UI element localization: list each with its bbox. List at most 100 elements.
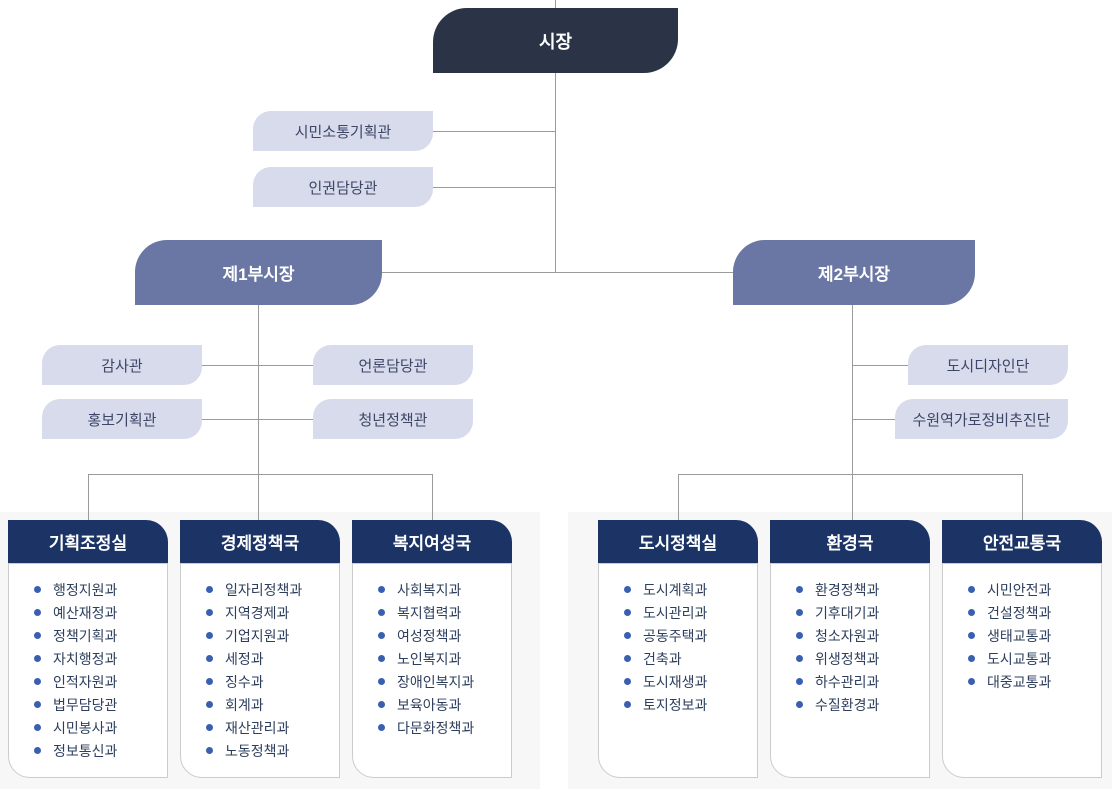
bullet-icon — [378, 678, 385, 685]
bullet-icon — [968, 655, 975, 662]
dept-item-label: 도시계획과 — [643, 581, 708, 598]
dept-item: 생태교통과 — [943, 624, 1101, 647]
dept-item-label: 건설정책과 — [987, 604, 1052, 621]
dept-item-label: 정보통신과 — [53, 742, 118, 759]
bullet-icon — [968, 609, 975, 616]
connector-line — [88, 474, 432, 475]
bullet-icon — [378, 586, 385, 593]
dept-item: 도시교통과 — [943, 647, 1101, 670]
dept-item-label: 도시재생과 — [643, 673, 708, 690]
dept-item: 도시관리과 — [599, 601, 757, 624]
bullet-icon — [206, 678, 213, 685]
connector-line — [678, 474, 679, 520]
dept-item: 도시재생과 — [599, 670, 757, 693]
dept-item: 시민안전과 — [943, 578, 1101, 601]
bullet-icon — [968, 586, 975, 593]
dept-item: 토지정보과 — [599, 693, 757, 716]
dept-item-label: 청소자원과 — [815, 627, 880, 644]
dept-item: 일자리정책과 — [181, 578, 339, 601]
dept-item-label: 위생정책과 — [815, 650, 880, 667]
dept-item: 세정과 — [181, 647, 339, 670]
dept-item-label: 생태교통과 — [987, 627, 1052, 644]
dept-item: 공동주택과 — [599, 624, 757, 647]
bullet-icon — [968, 678, 975, 685]
dept-item: 노인복지과 — [353, 647, 511, 670]
dept-item: 청소자원과 — [771, 624, 929, 647]
bullet-icon — [378, 609, 385, 616]
bullet-icon — [378, 632, 385, 639]
dept-item-label: 건축과 — [643, 650, 682, 667]
bullet-icon — [34, 586, 41, 593]
dept-card-environment: 환경국 환경정책과 기후대기과 청소자원과 위생정책과 하수관리과 수질환경과 — [770, 520, 930, 778]
dept-item-label: 노동정책과 — [225, 742, 290, 759]
dept-body: 도시계획과 도시관리과 공동주택과 건축과 도시재생과 토지정보과 — [598, 563, 758, 778]
connector-line — [202, 365, 313, 366]
bullet-icon — [378, 724, 385, 731]
dept-item-label: 예산재정과 — [53, 604, 118, 621]
dept-item-label: 시민봉사과 — [53, 719, 118, 736]
dept-header: 도시정책실 — [598, 520, 758, 563]
connector-line — [433, 131, 555, 132]
bullet-icon — [206, 586, 213, 593]
dept-header: 환경국 — [770, 520, 930, 563]
node-deputy1-staff: 언론담당관 — [313, 345, 473, 385]
dept-item: 인적자원과 — [9, 670, 167, 693]
bullet-icon — [968, 632, 975, 639]
dept-item-label: 여성정책과 — [397, 627, 462, 644]
dept-card-planning: 기획조정실 행정지원과 예산재정과 정책기획과 자치행정과 인적자원과 법무담당… — [8, 520, 168, 778]
dept-item: 도시계획과 — [599, 578, 757, 601]
bullet-icon — [206, 609, 213, 616]
dept-item-label: 지역경제과 — [225, 604, 290, 621]
bullet-icon — [624, 632, 631, 639]
dept-item-label: 행정지원과 — [53, 581, 118, 598]
connector-line — [382, 272, 733, 273]
connector-line — [88, 474, 89, 520]
dept-item-label: 토지정보과 — [643, 696, 708, 713]
dept-item: 건설정책과 — [943, 601, 1101, 624]
dept-item-label: 기후대기과 — [815, 604, 880, 621]
bullet-icon — [206, 632, 213, 639]
bullet-icon — [34, 632, 41, 639]
dept-item-label: 환경정책과 — [815, 581, 880, 598]
dept-item: 기업지원과 — [181, 624, 339, 647]
dept-body: 일자리정책과 지역경제과 기업지원과 세정과 징수과 회계과 재산관리과 노동정… — [180, 563, 340, 778]
dept-item-label: 사회복지과 — [397, 581, 462, 598]
bullet-icon — [624, 586, 631, 593]
dept-item: 징수과 — [181, 670, 339, 693]
bullet-icon — [624, 655, 631, 662]
bullet-icon — [206, 655, 213, 662]
node-mayor: 시장 — [433, 8, 678, 73]
bullet-icon — [34, 701, 41, 708]
bullet-icon — [206, 724, 213, 731]
dept-body: 시민안전과 건설정책과 생태교통과 도시교통과 대중교통과 — [942, 563, 1102, 778]
dept-item-label: 장애인복지과 — [397, 673, 475, 690]
node-deputy1-staff: 홍보기획관 — [42, 399, 202, 439]
connector-line — [258, 305, 259, 474]
dept-item: 시민봉사과 — [9, 716, 167, 739]
dept-card-economy: 경제정책국 일자리정책과 지역경제과 기업지원과 세정과 징수과 회계과 재산관… — [180, 520, 340, 778]
dept-item-label: 공동주택과 — [643, 627, 708, 644]
bullet-icon — [206, 747, 213, 754]
connector-line — [852, 305, 853, 474]
dept-header: 복지여성국 — [352, 520, 512, 563]
dept-header: 기획조정실 — [8, 520, 168, 563]
dept-item: 지역경제과 — [181, 601, 339, 624]
dept-item: 사회복지과 — [353, 578, 511, 601]
dept-item: 다문화정책과 — [353, 716, 511, 739]
dept-item-label: 정책기획과 — [53, 627, 118, 644]
dept-item-label: 보육아동과 — [397, 696, 462, 713]
bullet-icon — [624, 609, 631, 616]
bullet-icon — [796, 701, 803, 708]
dept-card-welfare: 복지여성국 사회복지과 복지협력과 여성정책과 노인복지과 장애인복지과 보육아… — [352, 520, 512, 778]
dept-item: 장애인복지과 — [353, 670, 511, 693]
connector-line — [258, 474, 259, 520]
bullet-icon — [796, 609, 803, 616]
bullet-icon — [34, 678, 41, 685]
dept-item: 복지협력과 — [353, 601, 511, 624]
node-mayor-staff: 인권담당관 — [253, 167, 433, 207]
dept-item-label: 시민안전과 — [987, 581, 1052, 598]
dept-item-label: 회계과 — [225, 696, 264, 713]
connector-line — [555, 73, 556, 272]
dept-header: 안전교통국 — [942, 520, 1102, 563]
